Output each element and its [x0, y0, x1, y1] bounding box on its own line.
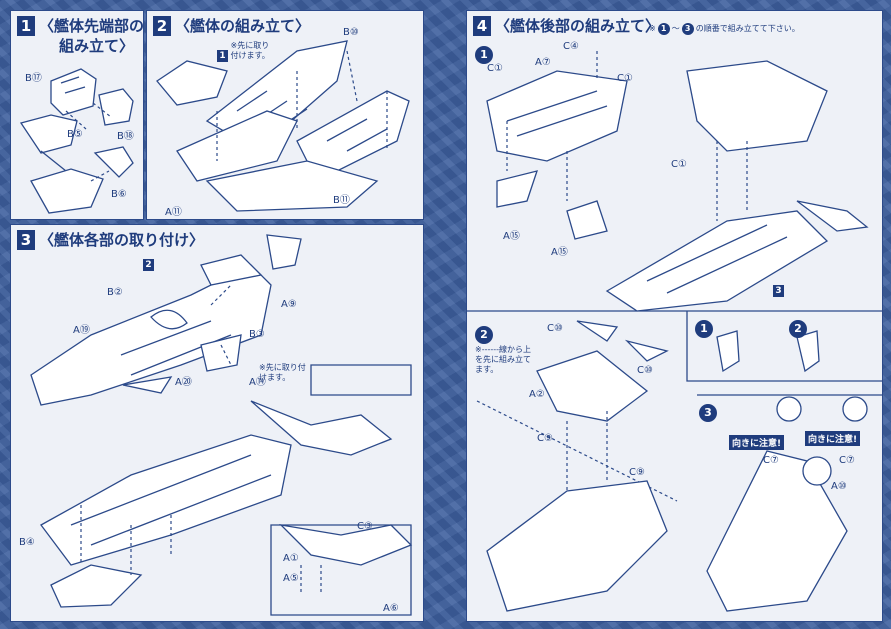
part-label: A⑥ [383, 603, 399, 614]
step2-number: 2 [153, 15, 171, 36]
part-label: C⑦ [839, 455, 855, 466]
step2-note-marker: 1 [217, 50, 228, 62]
part-label: A⑮ [503, 231, 520, 242]
order-from: 1 [657, 23, 670, 35]
step3-illustration [30, 234, 413, 616]
step1-title-line2: 組み立て〉 [59, 37, 135, 55]
part-label: A⑮ [551, 247, 568, 258]
step4-illustration [467, 51, 882, 612]
part-label: A⑦ [535, 57, 551, 68]
order-note-prefix: ※ [649, 24, 656, 33]
step1-illustration [19, 68, 134, 214]
step1-panel: 1〈艦体先端部の 組み立て〉 B⑰ B⑤ B⑱ B⑥ [10, 10, 144, 220]
part-label: A⑤ [283, 573, 299, 584]
part-label: A⑨ [281, 299, 297, 310]
step4-panel: 4〈艦体後部の組み立て〉 ※ 1 〜 3 の順番で組み立てて下さい。 1 C④ … [466, 10, 883, 622]
sub1-marker: 1 [475, 45, 493, 64]
order-sep: 〜 [671, 24, 680, 33]
part-label: B⑤ [67, 129, 83, 140]
order-to: 3 [681, 23, 694, 35]
part-label: C⑩ [547, 323, 563, 334]
part-label: C④ [563, 41, 579, 52]
sub3-marker: 3 [699, 403, 717, 422]
part-label: C① [487, 63, 503, 74]
detail2-marker: 2 [789, 319, 807, 338]
part-label: B② [107, 287, 123, 298]
part-label: C① [671, 159, 687, 170]
part-label: A⑭ [249, 377, 266, 388]
step4-title: 〈艦体後部の組み立て〉 [495, 17, 661, 35]
detail1-marker: 1 [695, 319, 713, 338]
part-label: B⑱ [117, 131, 134, 142]
step2-panel: 2〈艦体の組み立て〉 1 ※先に取り付けます。 B⑩ B⑪ A⑪ [146, 10, 424, 220]
part-label: B⑰ [25, 73, 42, 84]
order-note-suffix: の順番で組み立てて下さい。 [695, 24, 800, 33]
part-label: B⑩ [343, 27, 359, 38]
step2-title: 〈艦体の組み立て〉 [175, 17, 311, 35]
sub2-marker: 2 [475, 325, 493, 344]
part-label: C① [617, 73, 633, 84]
warning-label: 向きに注意! [805, 431, 861, 446]
part-label: A⑩ [831, 481, 847, 492]
part-label: C③ [357, 521, 373, 532]
part-label: B⑪ [333, 195, 350, 206]
part-label: C⑦ [763, 455, 779, 466]
part-label: C⑨ [537, 433, 553, 444]
part-label: A② [529, 389, 545, 400]
part-label: B④ [19, 537, 35, 548]
sub2-note: ※------線から上を先に組み立てます。 [475, 345, 532, 374]
part-label: B③ [249, 329, 265, 340]
part-label: B⑥ [111, 189, 127, 200]
step2-illustration [156, 40, 410, 212]
step1-number: 1 [17, 15, 35, 36]
assembly-marker: 3 [773, 285, 784, 297]
part-label: A⑲ [73, 325, 90, 336]
step4-number: 4 [473, 15, 491, 36]
step3-number: 3 [17, 229, 35, 250]
part-label: C⑩ [637, 365, 653, 376]
part-label: A① [283, 553, 299, 564]
warning-label: 向きに注意! [729, 435, 785, 450]
step2-note: ※先に取り付けます。 [230, 41, 270, 60]
part-label: C⑨ [629, 467, 645, 478]
step3-panel: 3〈艦体各部の取り付け〉 2 ※先に取り付けます。 B② A⑨ A⑲ B③ A⑳… [10, 224, 424, 622]
part-label: A⑪ [165, 207, 182, 218]
step3-marker: 2 [143, 259, 154, 271]
part-label: A⑳ [175, 377, 192, 388]
step3-note: ※先に取り付けます。 [259, 363, 306, 382]
step1-title-line1: 〈艦体先端部の [39, 17, 144, 35]
step3-title: 〈艦体各部の取り付け〉 [39, 231, 205, 249]
